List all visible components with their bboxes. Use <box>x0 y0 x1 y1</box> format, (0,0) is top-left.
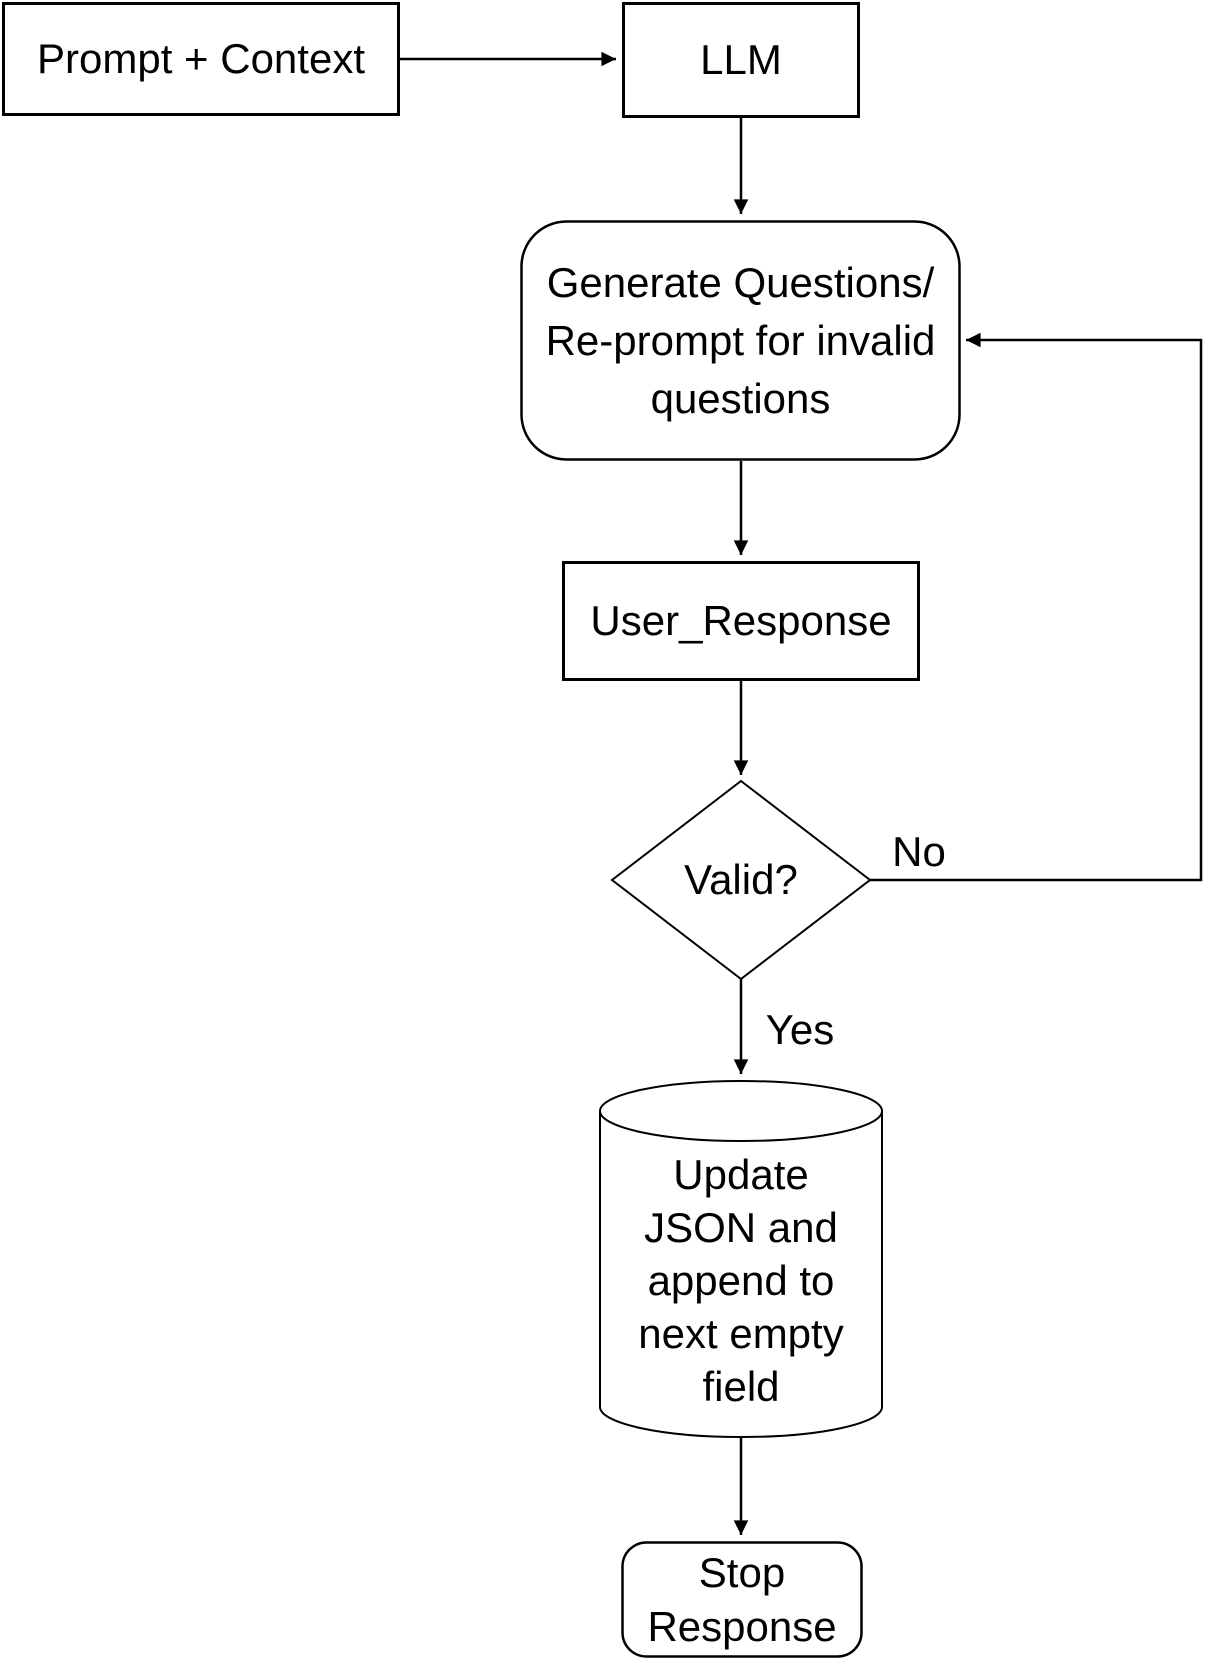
stop-response-line-2: Response <box>647 1602 837 1650</box>
prompt-context-node-shape <box>2 2 400 116</box>
edge-label-yes: Yes <box>765 1006 835 1053</box>
llm-node-shape <box>622 2 860 118</box>
generate-questions-node-label: Generate Questions/ Re-prompt for invali… <box>520 220 961 461</box>
update-json-line-5: field <box>702 1362 780 1410</box>
update-json-line-3: append to <box>647 1256 835 1304</box>
edge-label-no: No <box>892 828 946 875</box>
valid-decision-node-label: Valid? <box>684 856 798 903</box>
update-json-line-1: Update <box>673 1150 809 1198</box>
generate-questions-line-1: Generate Questions/ <box>546 258 935 306</box>
user-response-node-label: User_Response <box>590 597 892 644</box>
update-json-datastore-top <box>599 1080 883 1142</box>
stop-response-node-shape <box>621 1541 863 1658</box>
llm-node-label: LLM <box>700 36 782 83</box>
stop-response-node-label: Stop Response <box>621 1541 863 1658</box>
update-json-line-2: JSON and <box>644 1203 838 1251</box>
stop-response-line-1: Stop <box>698 1548 786 1596</box>
generate-questions-line-2: Re-prompt for invalid <box>545 316 936 364</box>
edge-valid-no-loop-to-generate <box>870 332 1203 882</box>
user-response-node-shape <box>562 561 920 681</box>
update-json-line-4: next empty <box>638 1309 844 1357</box>
prompt-context-node-label: Prompt + Context <box>37 34 365 82</box>
generate-questions-line-3: questions <box>650 374 831 422</box>
generate-questions-node-shape <box>520 220 961 461</box>
update-json-datastore-label: Update JSON and append to next empty fie… <box>600 1150 882 1410</box>
update-json-datastore-body <box>599 1111 883 1438</box>
